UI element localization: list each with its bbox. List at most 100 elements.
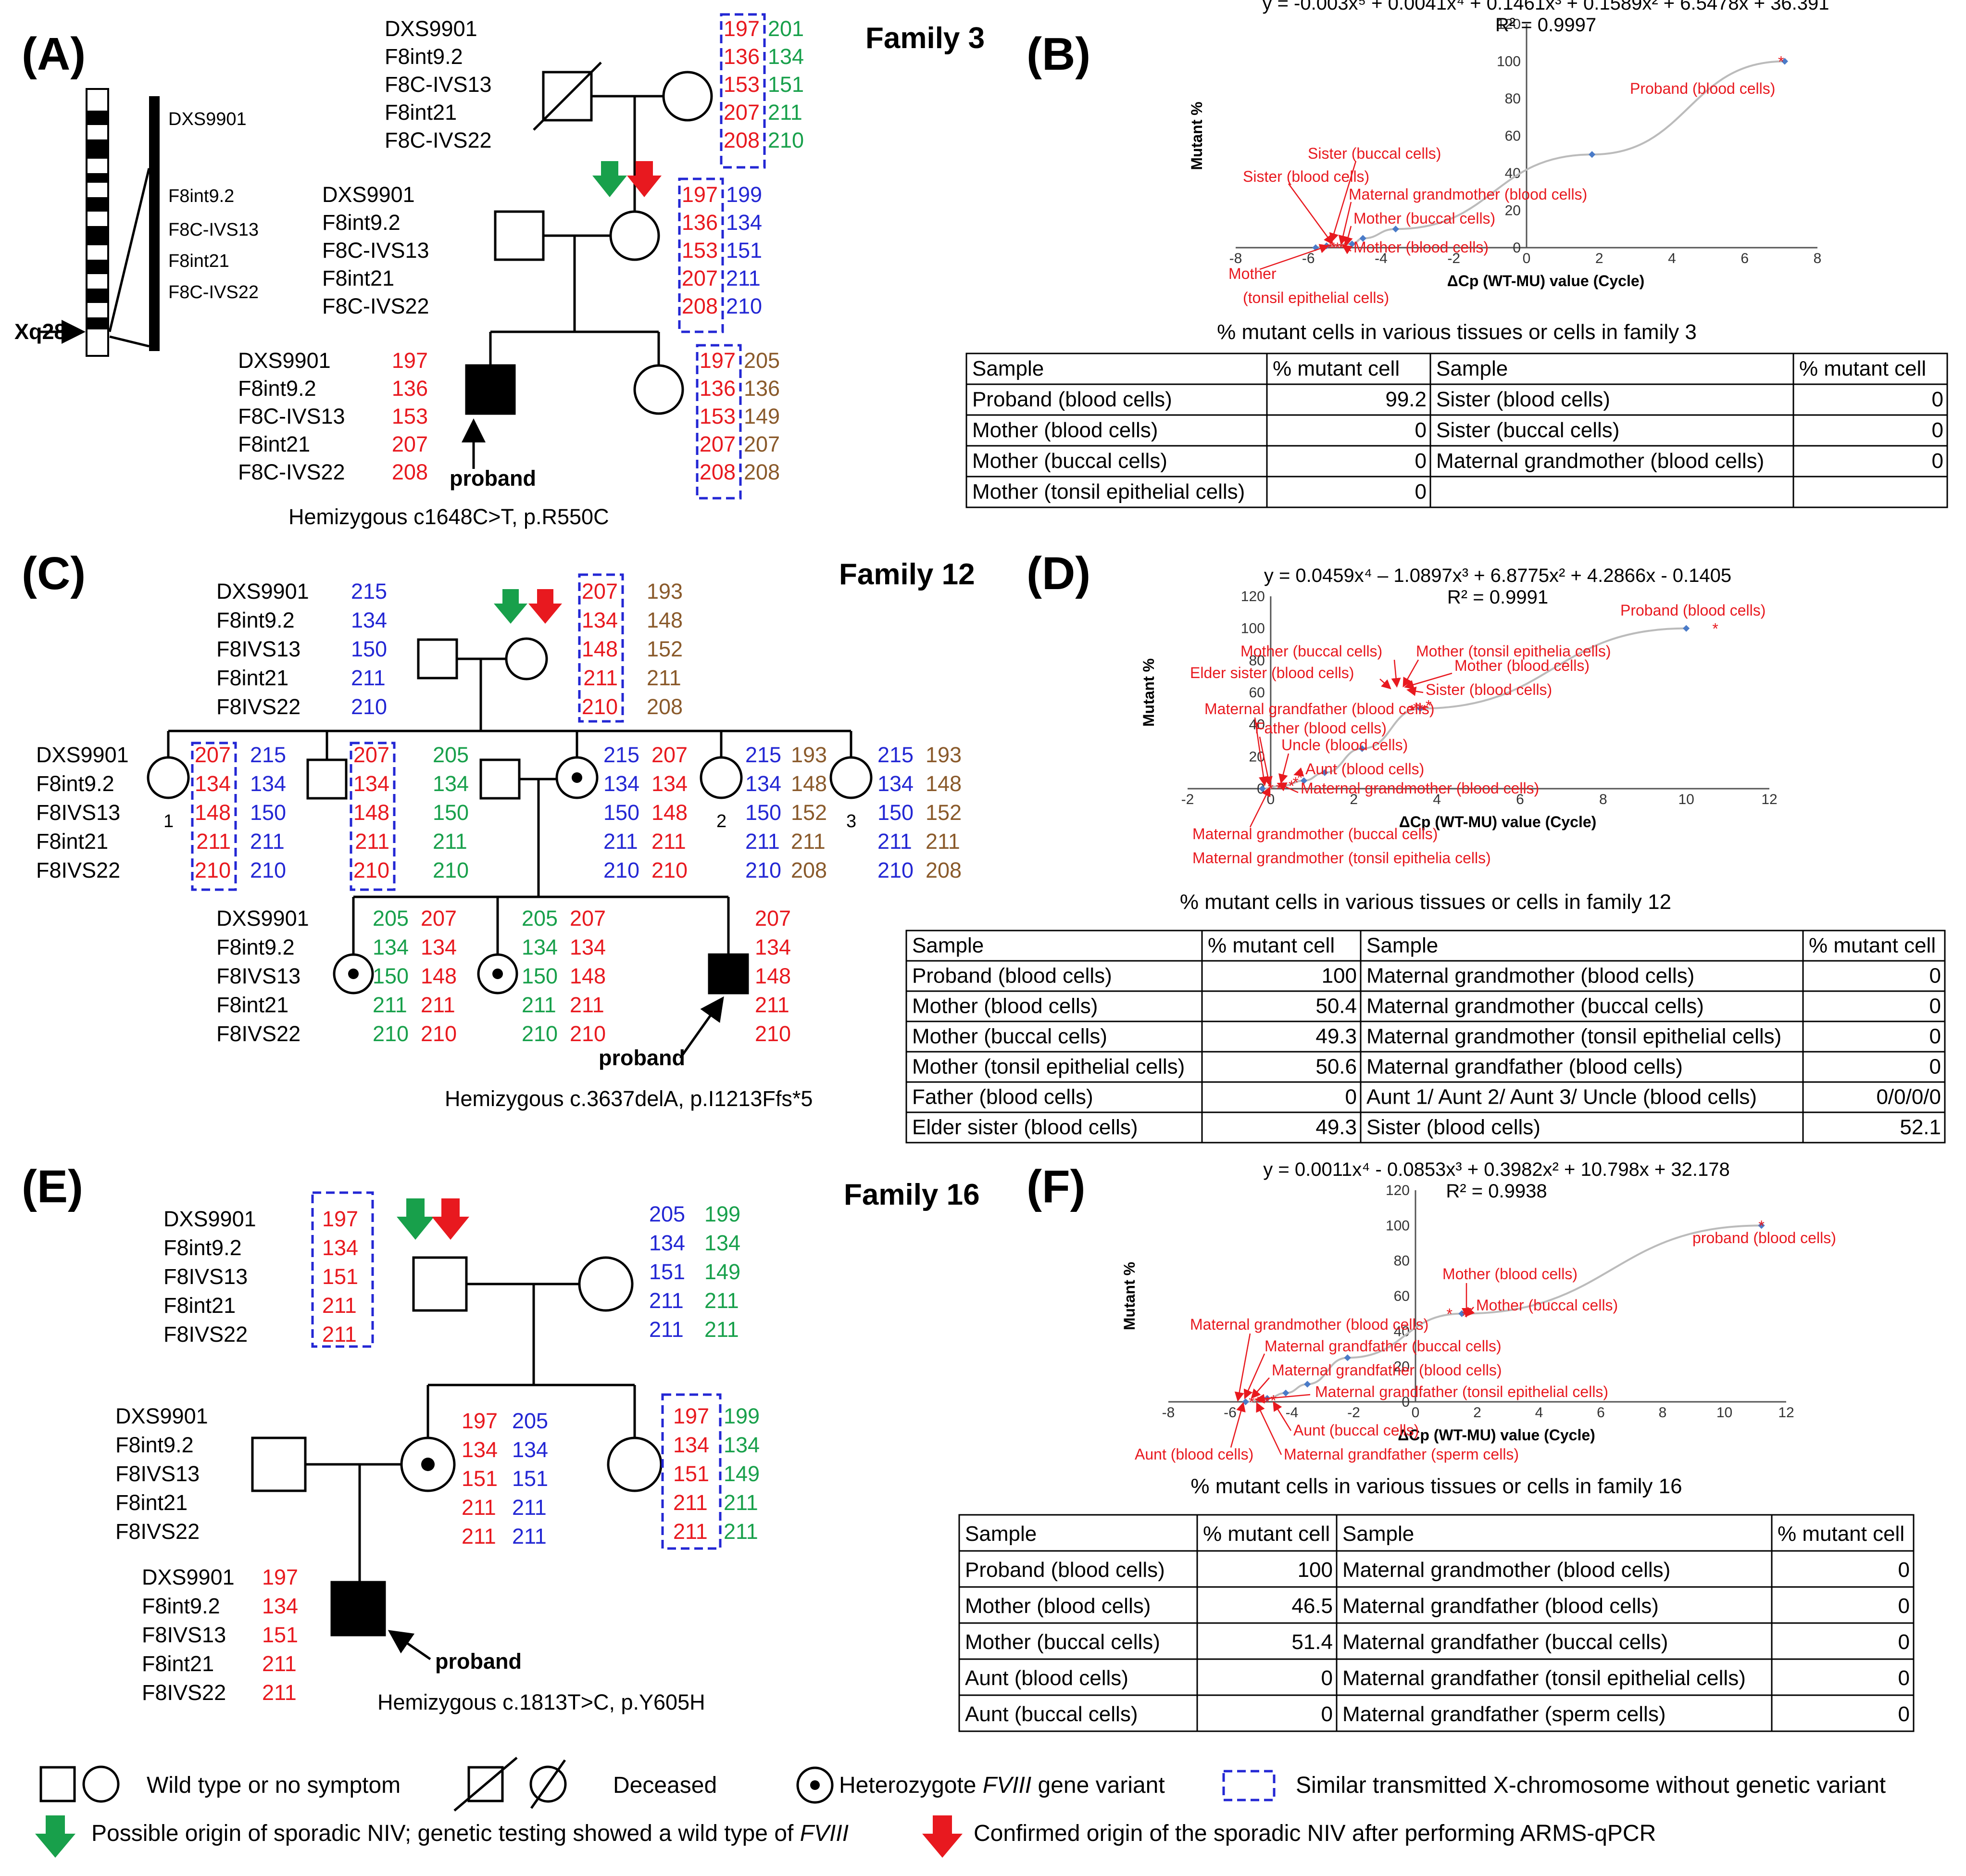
table-header: % mutant cell xyxy=(1799,357,1926,380)
similar-box-f3-gf xyxy=(720,13,766,169)
sample-label: (tonsil epithelial cells) xyxy=(1243,289,1389,306)
table-value: 49.3 xyxy=(1315,1115,1357,1139)
panel-label-f: (F) xyxy=(1027,1161,1086,1212)
table-cell xyxy=(1196,1658,1338,1696)
allele-green: 211 xyxy=(724,1490,758,1515)
marker-label: F8int21 xyxy=(142,1651,214,1676)
sample-point: * xyxy=(1778,53,1784,71)
legend-deceased: Deceased xyxy=(613,1773,717,1798)
table-cell xyxy=(1429,445,1794,478)
x-tick-label: 8 xyxy=(1659,1405,1667,1421)
table-value: Mother (blood cells) xyxy=(972,418,1158,442)
sample-label: Uncle (blood cells) xyxy=(1281,736,1408,754)
allele-red: 207 xyxy=(582,579,618,604)
table-value: Maternal grandmother (blood cells) xyxy=(1342,1558,1670,1582)
allele-brown: 208 xyxy=(647,694,683,719)
allele-green: 149 xyxy=(724,1461,760,1486)
table-value: 50.6 xyxy=(1315,1055,1357,1078)
legend: Wild type or no symptom Deceased Heteroz… xyxy=(35,1757,1886,1858)
allele-brown: 211 xyxy=(791,829,826,854)
haplotypes-family-3: 1971361532072082011341512112101971361532… xyxy=(392,16,804,484)
allele-blue: 205 xyxy=(512,1409,548,1433)
x-tick-label: 6 xyxy=(1516,792,1524,807)
allele-red: 136 xyxy=(700,376,736,401)
allele-red: 208 xyxy=(700,460,736,484)
allele-red: 211 xyxy=(462,1495,496,1520)
table-value: 0 xyxy=(1932,449,1943,473)
table-cell xyxy=(905,1051,1203,1083)
allele-blue: 134 xyxy=(512,1437,548,1462)
allele-red: 134 xyxy=(651,771,688,796)
allele-red: 210 xyxy=(651,858,688,882)
legend-red: Confirmed origin of the sporadic NIV aft… xyxy=(974,1821,1656,1846)
x-tick-label: 6 xyxy=(1741,251,1749,266)
allele-green: 201 xyxy=(768,16,804,41)
allele-blue: 150 xyxy=(250,800,286,825)
table-cell xyxy=(958,1622,1198,1660)
table-value: Sister (blood cells) xyxy=(1436,388,1610,411)
table-cell xyxy=(1792,414,1948,447)
allele-red: 136 xyxy=(682,210,718,235)
table-cell xyxy=(1360,990,1804,1022)
label-arrow xyxy=(1406,686,1424,696)
similar-box-f3-sister xyxy=(696,344,742,500)
table-cell xyxy=(958,1550,1198,1588)
allele-red: 210 xyxy=(195,858,231,882)
allele-red: 211 xyxy=(673,1519,708,1544)
marker-label: DXS9901 xyxy=(238,348,331,373)
table-value: 0 xyxy=(1929,1024,1941,1048)
table-title: % mutant cells in various tissues or cel… xyxy=(1217,320,1697,344)
allele-blue: 134 xyxy=(603,771,639,796)
allele-green: 210 xyxy=(373,1021,409,1046)
allele-brown: 148 xyxy=(926,771,962,796)
allele-blue: 211 xyxy=(512,1495,547,1520)
y-tick-label: 120 xyxy=(1241,589,1265,604)
table-cell xyxy=(1802,1020,1946,1053)
x-tick-label: 12 xyxy=(1778,1405,1794,1421)
table-value: 0 xyxy=(1932,418,1943,442)
allele-red: 148 xyxy=(570,964,606,988)
aunt-number-3: 3 xyxy=(846,811,856,831)
allele-red: 207 xyxy=(570,906,606,931)
table-cell xyxy=(1336,1550,1773,1588)
label-arrow xyxy=(1249,786,1271,828)
allele-green: 199 xyxy=(704,1202,740,1226)
allele-blue: 211 xyxy=(603,829,638,854)
marker-label: F8C-IVS13 xyxy=(385,72,492,97)
table-cell xyxy=(1771,1658,1915,1696)
allele-blue: 210 xyxy=(603,858,639,882)
table-cell xyxy=(1429,476,1794,508)
allele-brown: 205 xyxy=(744,348,780,373)
standard-point xyxy=(1344,1354,1351,1361)
y-tick-label: 20 xyxy=(1505,203,1521,219)
marker-label: DXS9901 xyxy=(216,579,309,604)
table-value: Aunt (buccal cells) xyxy=(965,1702,1138,1726)
allele-red: 211 xyxy=(462,1524,496,1549)
table-value: Elder sister (blood cells) xyxy=(912,1115,1138,1139)
allele-red: 207 xyxy=(700,432,736,456)
marker-label: F8IVS13 xyxy=(216,637,301,661)
label-arrow xyxy=(1465,1307,1475,1317)
table-value: 0 xyxy=(1929,964,1941,987)
allele-red: 211 xyxy=(355,829,389,854)
table-cell xyxy=(905,960,1203,992)
f12-aunt3-symbol xyxy=(829,756,873,799)
similar-box-f16-gf xyxy=(311,1191,374,1348)
allele-red: 148 xyxy=(195,800,231,825)
allele-blue: 199 xyxy=(726,182,762,207)
panel-label-d: (D) xyxy=(1027,548,1090,599)
table-value: 0 xyxy=(1321,1702,1333,1726)
trendline-equation: y = 0.0011x⁴ - 0.0853x³ + 0.3982x² + 10.… xyxy=(1263,1159,1729,1180)
chrom-marker-1: DXS9901 xyxy=(168,109,247,129)
table-value: Mother (buccal cells) xyxy=(965,1630,1160,1654)
allele-red: 207 xyxy=(724,100,760,125)
table-cell xyxy=(1201,960,1362,992)
marker-label: F8IVS22 xyxy=(216,694,301,719)
marker-label: F8int21 xyxy=(322,266,394,290)
marker-label: F8int9.2 xyxy=(142,1594,220,1618)
table-cell xyxy=(1792,383,1948,416)
table-value: Sister (blood cells) xyxy=(1366,1115,1540,1139)
sample-label: Father (blood cells) xyxy=(1255,719,1387,737)
sample-label: Maternal grandmother (blood cells) xyxy=(1349,186,1587,203)
